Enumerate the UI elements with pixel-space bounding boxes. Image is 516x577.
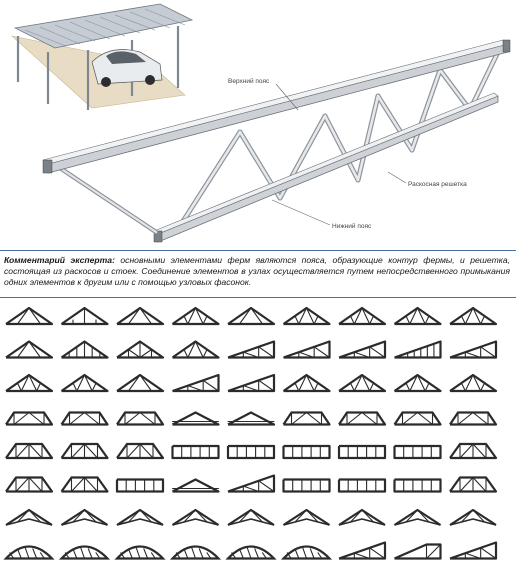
truss-types-grid [3,306,498,560]
truss-type-thumbnail [337,444,387,460]
truss-type-thumbnail [394,543,442,560]
truss-type-thumbnail [227,373,276,393]
truss-type-thumbnail [393,306,442,326]
truss-type-thumbnail [283,340,331,359]
truss-type-thumbnail [171,340,220,359]
truss-type-thumbnail [3,545,55,560]
truss-illustration: Верхний пояс Раскосная решетка Нижний по… [10,3,511,243]
truss-type-thumbnail [282,508,331,526]
truss-type-thumbnail [282,478,331,493]
top-chord [42,39,511,174]
truss-type-thumbnail [171,508,220,526]
truss-type-thumbnail [338,306,387,326]
truss-type-thumbnail [449,541,498,560]
truss-type-thumbnail [449,442,498,460]
truss-type-thumbnail [393,478,442,493]
truss-type-thumbnail [393,411,442,426]
truss-main [42,39,511,243]
truss-type-thumbnail [114,545,166,560]
truss-type-thumbnail [116,373,165,393]
truss-type-thumbnail [449,340,498,359]
truss-type-thumbnail [225,545,277,560]
truss-type-thumbnail [338,373,387,393]
truss-type-thumbnail [60,508,109,526]
truss-type-thumbnail [280,545,333,560]
expert-comment-heading: Комментарий эксперта: [4,255,115,265]
truss-type-thumbnail [5,340,54,359]
top-chord-label: Верхний пояс [228,77,270,85]
truss-type-thumbnail [116,340,165,359]
truss-type-thumbnail [60,306,109,326]
truss-type-thumbnail [5,306,54,326]
truss-type-thumbnail [227,474,276,493]
truss-type-thumbnail [116,442,165,460]
truss-type-thumbnail [226,444,276,460]
truss-type-thumbnail [449,411,498,426]
truss-type-thumbnail [337,478,387,493]
truss-type-thumbnail [116,508,164,526]
truss-type-thumbnail [449,373,498,393]
expert-comment: Комментарий эксперта: основными элемента… [0,250,516,298]
truss-type-thumbnail [5,476,54,493]
truss-type-thumbnail [449,476,498,493]
truss-type-thumbnail [171,478,220,493]
truss-type-thumbnail [171,306,220,326]
bottom-chord [57,92,499,243]
truss-type-thumbnail [282,306,331,326]
truss-type-thumbnail [449,508,497,526]
truss-type-thumbnail [169,545,222,560]
truss-type-thumbnail [282,373,331,393]
truss-type-thumbnail [5,508,53,526]
truss-type-thumbnail [227,306,276,326]
truss-type-thumbnail [115,478,165,493]
truss-type-thumbnail [116,306,165,326]
truss-type-thumbnail [60,442,109,460]
truss-type-thumbnail [338,541,387,560]
truss-type-thumbnail [393,508,442,526]
truss-type-thumbnail [282,444,331,460]
truss-type-thumbnail [227,508,275,526]
truss-type-thumbnail [227,340,276,359]
truss-type-thumbnail [338,508,386,526]
truss-type-thumbnail [60,476,109,493]
truss-type-thumbnail [60,411,109,426]
truss-type-thumbnail [5,373,54,393]
lattice-label: Раскосная решетка [408,181,467,188]
truss-type-thumbnail [171,411,220,426]
truss-type-thumbnail [338,411,387,426]
truss-type-thumbnail [393,444,442,460]
truss-type-thumbnail [5,411,54,426]
truss-type-thumbnail [393,373,442,393]
truss-type-thumbnail [58,545,111,560]
truss-type-thumbnail [282,411,331,426]
truss-type-thumbnail [338,340,387,359]
car-image [91,49,163,87]
truss-type-thumbnail [5,442,54,460]
truss-type-thumbnail [172,373,220,393]
truss-type-thumbnail [394,340,442,359]
truss-type-thumbnail [60,373,109,393]
bottom-chord-label: Нижний пояс [332,222,372,230]
carport-image [10,3,194,110]
truss-type-thumbnail [227,411,276,426]
truss-type-thumbnail [60,340,109,359]
label-leaders [271,83,407,226]
expert-comment-text: основными элементами ферм являются пояса… [4,255,510,287]
truss-type-thumbnail [449,306,498,326]
truss-type-thumbnail [171,444,220,460]
truss-type-thumbnail [116,411,165,426]
